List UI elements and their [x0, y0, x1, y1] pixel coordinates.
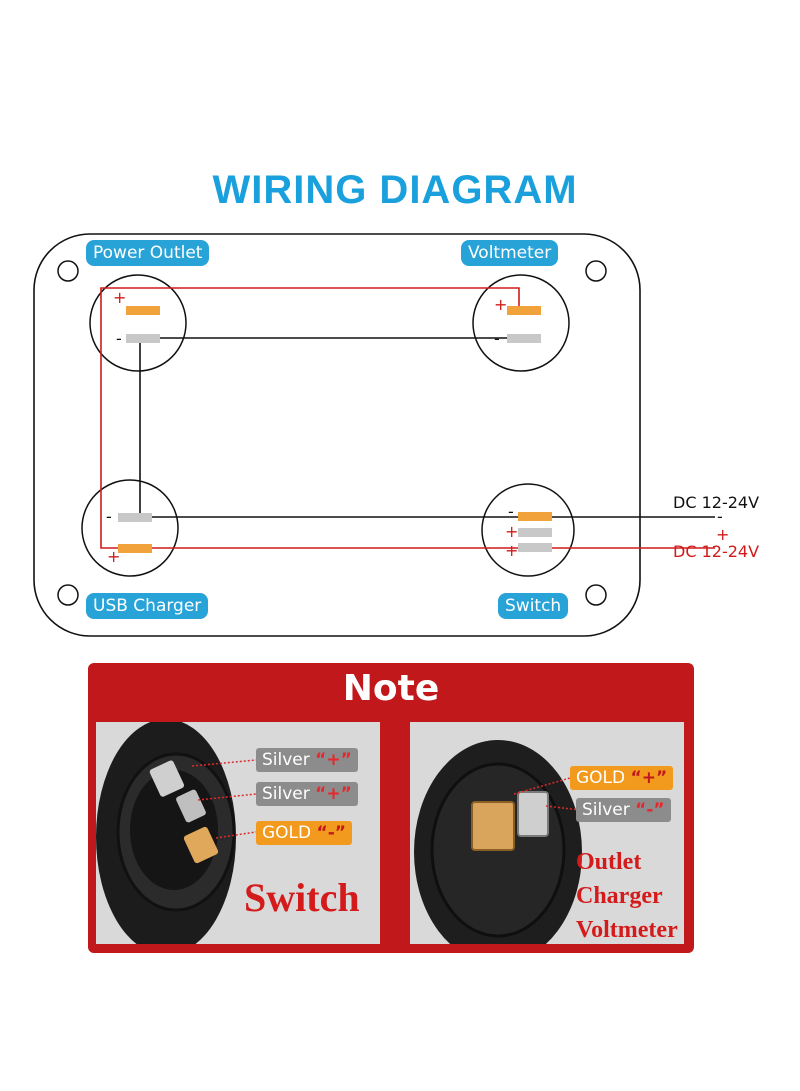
- plus-sign: +: [107, 547, 120, 566]
- note-heading: Note: [342, 668, 440, 709]
- plus-sign: +: [494, 295, 507, 314]
- minus-sign: -: [106, 507, 112, 526]
- positive-wire: [125, 287, 520, 306]
- switch-silver-plus-label: Silver “+”: [256, 748, 358, 772]
- voltmeter-caption: Voltmeter: [576, 917, 678, 943]
- usb-charger-socket: [81, 479, 179, 577]
- plus-sign: +: [113, 288, 126, 307]
- diagram-title: WIRING DIAGRAM: [212, 168, 578, 212]
- mounting-hole: [57, 260, 79, 282]
- silver-terminal: [507, 334, 541, 343]
- usb-charger-label: USB Charger: [86, 593, 209, 619]
- voltmeter-socket: [472, 274, 570, 372]
- gold-terminal: [118, 544, 152, 553]
- switch-label: Switch: [498, 593, 569, 619]
- switch-gold-minus-label: GOLD “-”: [256, 821, 352, 845]
- switch-silver-plus-label: Silver “+”: [256, 782, 358, 806]
- outlet-caption: Outlet: [576, 849, 642, 875]
- silver-terminal: [518, 528, 552, 537]
- switch-illustration: [96, 722, 257, 944]
- supply-negative-label: DC 12-24V: [673, 493, 759, 512]
- mounting-hole: [585, 584, 607, 606]
- switch-socket: [481, 483, 575, 577]
- supply-negative-sign: -: [717, 507, 723, 526]
- outlet-silver-minus-label: Silver “-”: [576, 798, 671, 822]
- wiring-diagram: + - + - - + - + + DC 12-24V - + DC 12-24…: [33, 233, 759, 637]
- minus-sign: -: [494, 329, 500, 348]
- silver-terminal: [126, 334, 160, 343]
- silver-terminal: [118, 513, 152, 522]
- minus-sign: -: [508, 502, 514, 521]
- power-outlet-socket: [89, 274, 187, 372]
- mounting-hole: [585, 260, 607, 282]
- supply-positive-label: DC 12-24V: [673, 542, 759, 561]
- silver-terminal: [518, 543, 552, 552]
- gold-terminal: [126, 306, 160, 315]
- mounting-hole: [57, 584, 79, 606]
- plus-sign: +: [505, 541, 518, 560]
- voltmeter-label: Voltmeter: [461, 240, 559, 266]
- charger-caption: Charger: [576, 883, 663, 909]
- outlet-gold-plus-label: GOLD “+”: [570, 766, 674, 790]
- supply-positive-sign: +: [716, 525, 729, 544]
- gold-terminal: [518, 512, 552, 521]
- switch-caption: Switch: [244, 875, 360, 920]
- gold-terminal: [507, 306, 541, 315]
- plus-sign: +: [505, 522, 518, 541]
- panel-outline: [33, 233, 641, 637]
- positive-wire: [100, 287, 125, 549]
- outlet-illustration: [414, 740, 582, 944]
- minus-sign: -: [116, 329, 122, 348]
- outlet-photo: [410, 722, 684, 944]
- power-outlet-label: Power Outlet: [86, 240, 210, 266]
